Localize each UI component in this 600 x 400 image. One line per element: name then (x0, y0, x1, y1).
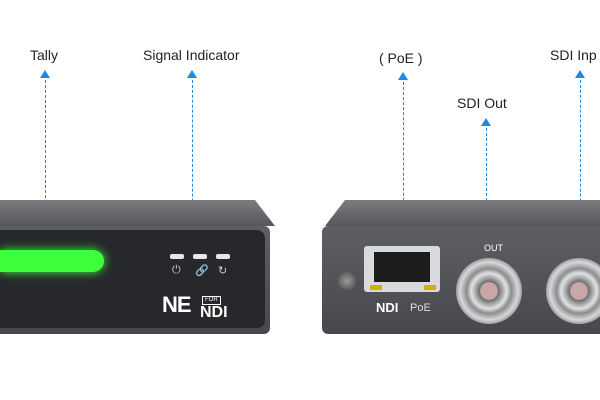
sdi-input-arrow (575, 70, 585, 78)
tally-light (0, 250, 104, 272)
brand-logo: NE (162, 292, 192, 317)
signal-indicator-arrow (187, 70, 197, 78)
poe-arrow (398, 72, 408, 80)
sdi-in-connector (546, 258, 600, 324)
sdi-input-label: SDI Inp (550, 47, 597, 63)
sdi-out-label: SDI Out (457, 95, 507, 111)
ethernet-led-right (424, 285, 436, 290)
sync-led (216, 254, 230, 259)
refresh-icon: ↻ (218, 265, 228, 277)
link-led (193, 254, 207, 259)
power-led (170, 254, 184, 259)
tally-arrow (40, 70, 50, 78)
signal-indicator-label: Signal Indicator (143, 47, 240, 63)
tally-label: Tally (30, 47, 59, 63)
bnc-out-label: OUT (484, 243, 503, 253)
left-device-top (0, 200, 275, 226)
poe-port-label: PoE (410, 302, 431, 314)
sdi-out-callout-line (486, 128, 487, 246)
link-icon: 🔗 (195, 265, 209, 277)
right-device-top (325, 200, 600, 226)
poe-label: ( PoE ) (379, 50, 423, 66)
ground-screw (338, 272, 356, 290)
sdi-out-connector (456, 258, 522, 324)
poe-callout-line (403, 82, 404, 246)
power-icon: ⏻ (172, 264, 181, 276)
sdi-out-arrow (481, 118, 491, 126)
signal-indicator-callout-line (192, 80, 193, 246)
logo-ndi-text: NDI (200, 304, 228, 321)
ethernet-led-left (370, 285, 382, 290)
logo-for-badge: FOR (202, 296, 221, 305)
ndi-label: NDI (376, 300, 399, 315)
tally-callout-line (45, 80, 46, 248)
left-device-front-panel (0, 230, 265, 328)
ethernet-port-socket (374, 252, 430, 282)
sdi-input-callout-line (580, 80, 581, 246)
